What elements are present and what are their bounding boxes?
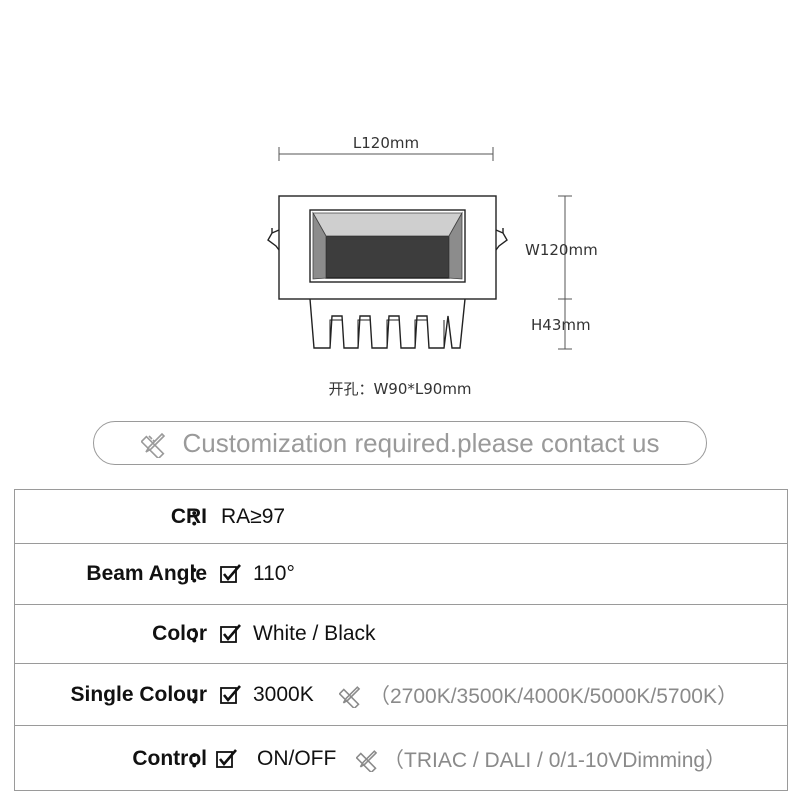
pencil-ruler-icon	[140, 432, 165, 458]
spec-row-single-colour: Single Colour ： 3000K （2700K/3500K/4000K…	[15, 664, 787, 726]
product-dimension-drawing: L120mm W120mm H43mm	[267, 134, 598, 350]
height-label: H43mm	[531, 316, 591, 334]
checkbox-checked-icon[interactable]	[220, 684, 242, 705]
spec-options-control: （TRIAC / DALI / 0/1-10VDimming）	[383, 749, 727, 772]
spec-row-cri: CRI ： RA≥97	[15, 490, 787, 544]
spec-colon: ：	[189, 564, 210, 587]
length-label: L120mm	[353, 134, 419, 152]
height-dimensions	[558, 195, 572, 350]
spec-colon: ：	[189, 749, 210, 772]
length-dimension	[278, 147, 494, 161]
spec-label-cri: CRI	[170, 504, 207, 528]
spec-colon: ：	[189, 684, 210, 708]
cutout-label: 开孔：W90*L90mm	[328, 380, 472, 398]
width-label: W120mm	[525, 241, 598, 259]
spec-label-single-colour: Single Colour	[70, 682, 208, 706]
spec-table: CRI ： RA≥97 Beam Angle ： 110° Color ： Wh…	[14, 489, 788, 791]
checkbox-checked-icon[interactable]	[220, 564, 242, 584]
pencil-ruler-icon	[339, 685, 361, 708]
checkbox-checked-icon[interactable]	[216, 749, 238, 769]
spec-label-color: Color	[152, 622, 207, 645]
banner-text: Customization required.please contact us	[182, 427, 660, 458]
spec-options-single-colour: （2700K/3500K/4000K/5000K/5700K）	[369, 684, 738, 708]
checkbox-checked-icon[interactable]	[220, 624, 242, 644]
pencil-ruler-icon	[356, 750, 378, 772]
spec-value-beam-angle: 110°	[253, 562, 295, 585]
spec-row-beam-angle: Beam Angle ： 110°	[15, 544, 787, 605]
spec-label-beam-angle: Beam Angle	[86, 562, 207, 585]
spec-value-cri: RA≥97	[221, 504, 286, 528]
spec-value-single-colour: 3000K	[253, 682, 314, 706]
spec-row-color: Color ： White / Black	[15, 605, 787, 664]
spec-label-control: Control	[132, 747, 207, 770]
customization-banner[interactable]: Customization required.please contact us	[93, 421, 707, 465]
spec-value-control: ON/OFF	[257, 747, 337, 770]
spec-colon: ：	[189, 506, 210, 530]
spec-value-color: White / Black	[253, 622, 376, 645]
spec-colon: ：	[189, 624, 210, 647]
spec-row-control: Control ： ON/OFF （TRIAC / DALI / 0/1-10V…	[15, 726, 787, 792]
downlight-body	[267, 195, 508, 349]
